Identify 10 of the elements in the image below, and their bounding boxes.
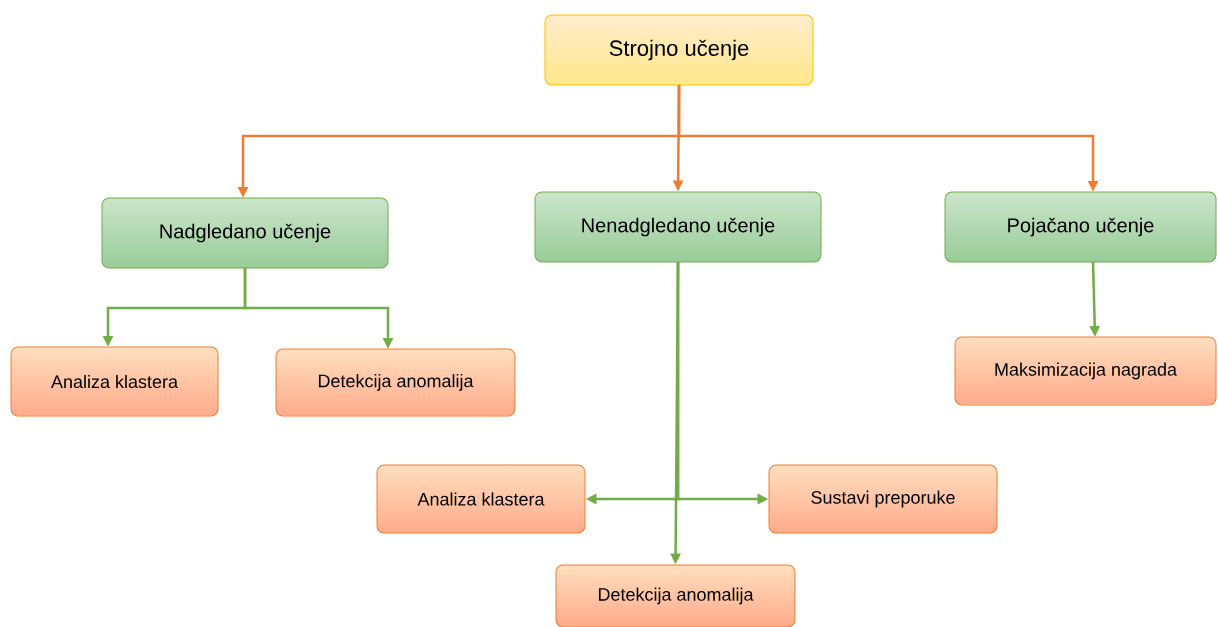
- method-box: Detekcija anomalija: [275, 348, 516, 417]
- method-box: Analiza klastera: [10, 346, 219, 417]
- method-box: Maksimizacija nagrada: [954, 336, 1217, 406]
- method-box: Analiza klastera: [376, 464, 586, 534]
- category-box: Nenadgledano učenje: [534, 191, 822, 263]
- title-box: Strojno učenje: [544, 14, 814, 86]
- method-box: Detekcija anomalija: [555, 564, 796, 627]
- method-box: Sustavi preporuke: [768, 464, 998, 534]
- category-box: Pojačano učenje: [944, 191, 1217, 263]
- category-box: Nadgledano učenje: [101, 197, 389, 269]
